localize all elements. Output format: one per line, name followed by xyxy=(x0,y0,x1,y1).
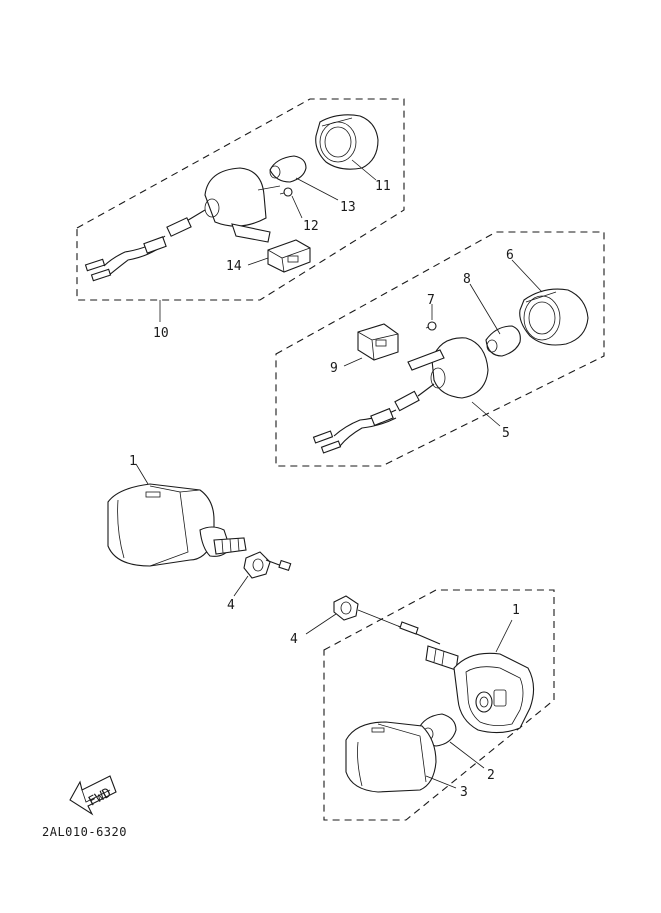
wire-harness-upper xyxy=(84,209,206,282)
part-label-4-right: 4 xyxy=(290,632,298,647)
assembly-group-1 xyxy=(305,589,555,821)
leader-8 xyxy=(469,283,501,335)
part-label-1-right: 1 xyxy=(512,603,520,618)
part-label-10: 10 xyxy=(153,326,169,341)
assembly-10-dashed-outline xyxy=(76,98,405,301)
part-label-1-left: 1 xyxy=(129,454,137,469)
part-label-14: 14 xyxy=(226,259,242,274)
nut-4-left xyxy=(243,551,271,579)
leader-6 xyxy=(511,259,543,293)
leader-4-right xyxy=(305,613,337,635)
assembled-turn-signal-left xyxy=(107,463,292,597)
assembly-1-dashed-outline xyxy=(323,589,555,821)
leader-13 xyxy=(295,177,339,201)
socket-14 xyxy=(267,239,311,273)
leader-1-right xyxy=(495,619,513,653)
leader-2 xyxy=(449,741,485,769)
socket-9 xyxy=(357,323,399,361)
part-label-5: 5 xyxy=(502,426,510,441)
leader-14 xyxy=(247,257,269,266)
leader-11 xyxy=(351,159,377,181)
part-label-13: 13 xyxy=(340,200,356,215)
fwd-direction-arrow: FWD xyxy=(69,775,117,816)
turn-signal-housing-right xyxy=(453,652,535,734)
turn-signal-housing-lower xyxy=(407,337,489,399)
part-label-2: 2 xyxy=(487,768,495,783)
diagram-code: 2AL010-6320 xyxy=(42,825,127,839)
lens-6 xyxy=(519,288,589,346)
part-label-8: 8 xyxy=(463,272,471,287)
screw-12 xyxy=(279,187,293,197)
assembly-group-5 xyxy=(275,231,605,467)
screw-7 xyxy=(425,321,437,331)
leader-12 xyxy=(291,195,303,219)
nut-4-right xyxy=(333,595,359,621)
bulb-8 xyxy=(485,325,521,357)
part-label-11: 11 xyxy=(375,179,391,194)
turn-signal-housing-upper xyxy=(204,167,281,243)
assembly-group-10 xyxy=(76,98,405,322)
leader-3 xyxy=(425,775,457,789)
bulb-13 xyxy=(269,155,307,183)
part-label-7: 7 xyxy=(427,293,435,308)
assembly-5-dashed-outline xyxy=(275,231,605,467)
leader-1-left xyxy=(135,463,149,485)
part-label-12: 12 xyxy=(303,219,319,234)
leader-4-left xyxy=(233,575,249,597)
part-label-4-left: 4 xyxy=(227,598,235,613)
lens-3 xyxy=(345,721,437,793)
part-label-9: 9 xyxy=(330,361,338,376)
part-label-3: 3 xyxy=(460,785,468,800)
wire-harness-lower xyxy=(312,383,435,454)
leader-5 xyxy=(471,401,501,427)
part-label-6: 6 xyxy=(506,248,514,263)
lens-11 xyxy=(315,114,379,170)
leader-9 xyxy=(343,357,363,367)
